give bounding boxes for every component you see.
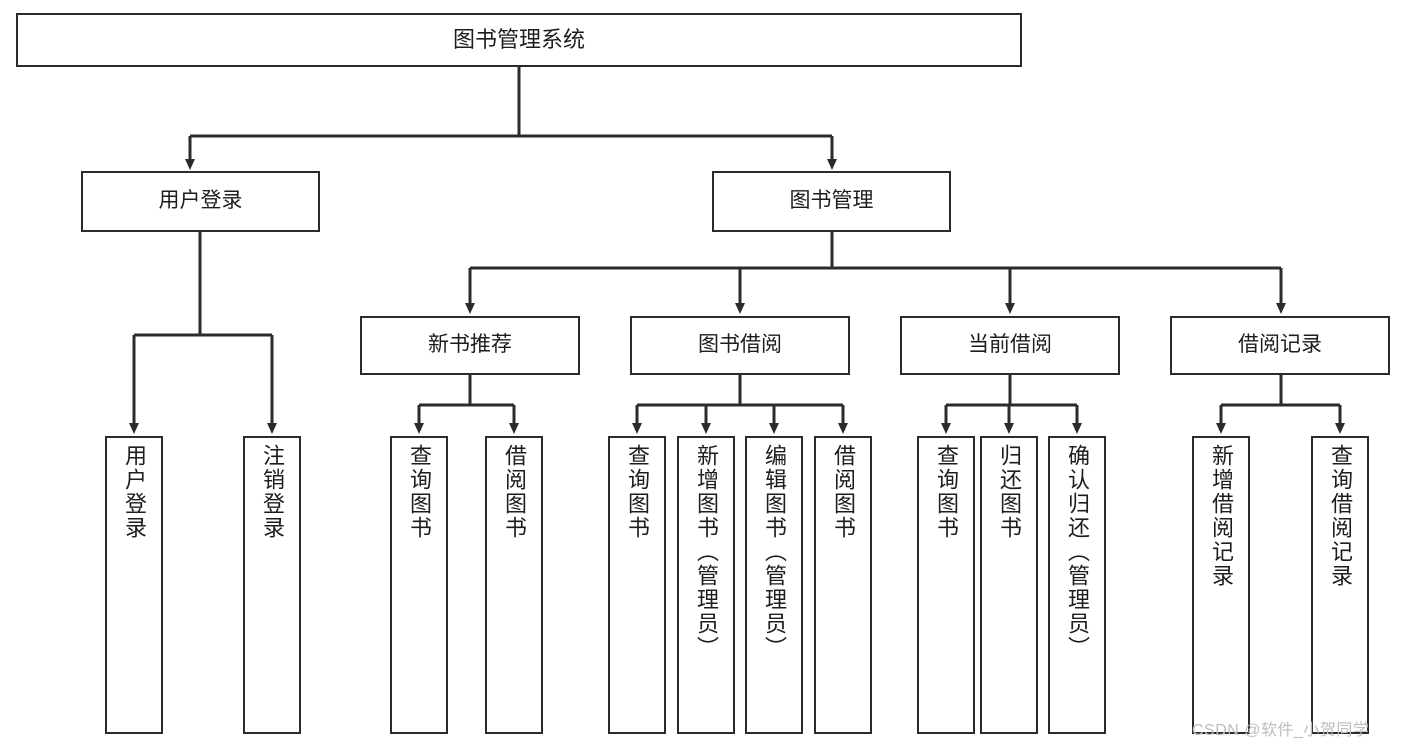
- node-label: 新增借阅记录: [1209, 444, 1234, 588]
- node-label: 图书管理系统: [452, 27, 585, 53]
- node-label: 归还图书: [997, 444, 1022, 540]
- node-current-borrow[interactable]: 当前借阅: [900, 316, 1120, 375]
- node-label: 查询图书: [625, 444, 650, 540]
- node-label: 编辑图书（管理员）: [762, 444, 787, 660]
- node-label: 确认归还（管理员）: [1065, 444, 1090, 660]
- node-label: 借阅图书: [502, 444, 527, 540]
- node-label: 用户登录: [122, 444, 147, 540]
- node-label: 用户登录: [158, 189, 243, 213]
- node-label: 当前借阅: [968, 333, 1052, 357]
- node-root-library-system[interactable]: 图书管理系统: [16, 13, 1022, 67]
- leaf-bookborrow-borrow-book[interactable]: 借阅图书: [814, 436, 872, 734]
- node-label: 图书借阅: [698, 333, 782, 357]
- leaf-bookborrow-query-book[interactable]: 查询图书: [608, 436, 666, 734]
- leaf-user-login[interactable]: 用户登录: [105, 436, 163, 734]
- leaf-currentborrow-confirm-return-admin[interactable]: 确认归还（管理员）: [1048, 436, 1106, 734]
- node-book-management[interactable]: 图书管理: [712, 171, 951, 232]
- node-book-borrow[interactable]: 图书借阅: [630, 316, 850, 375]
- leaf-borrowrecord-add-record[interactable]: 新增借阅记录: [1192, 436, 1250, 734]
- leaf-newbook-borrow-book[interactable]: 借阅图书: [485, 436, 543, 734]
- node-label: 新增图书（管理员）: [694, 444, 719, 660]
- node-label: 借阅图书: [831, 444, 856, 540]
- node-label: 查询图书: [934, 444, 959, 540]
- node-label: 借阅记录: [1238, 333, 1322, 357]
- node-user-login[interactable]: 用户登录: [81, 171, 320, 232]
- node-label: 注销登录: [260, 444, 285, 540]
- node-new-book-recommend[interactable]: 新书推荐: [360, 316, 580, 375]
- node-label: 新书推荐: [428, 333, 512, 357]
- node-label: 查询借阅记录: [1328, 444, 1353, 588]
- node-label: 图书管理: [789, 189, 874, 213]
- node-label: 查询图书: [407, 444, 432, 540]
- leaf-currentborrow-query-book[interactable]: 查询图书: [917, 436, 975, 734]
- leaf-currentborrow-return-book[interactable]: 归还图书: [980, 436, 1038, 734]
- leaf-logout[interactable]: 注销登录: [243, 436, 301, 734]
- leaf-bookborrow-add-book-admin[interactable]: 新增图书（管理员）: [677, 436, 735, 734]
- node-borrow-record[interactable]: 借阅记录: [1170, 316, 1390, 375]
- leaf-borrowrecord-query-record[interactable]: 查询借阅记录: [1311, 436, 1369, 734]
- leaf-newbook-query-book[interactable]: 查询图书: [390, 436, 448, 734]
- leaf-bookborrow-edit-book-admin[interactable]: 编辑图书（管理员）: [745, 436, 803, 734]
- csdn-watermark: CSDN @软件_小贺同学: [1192, 722, 1370, 739]
